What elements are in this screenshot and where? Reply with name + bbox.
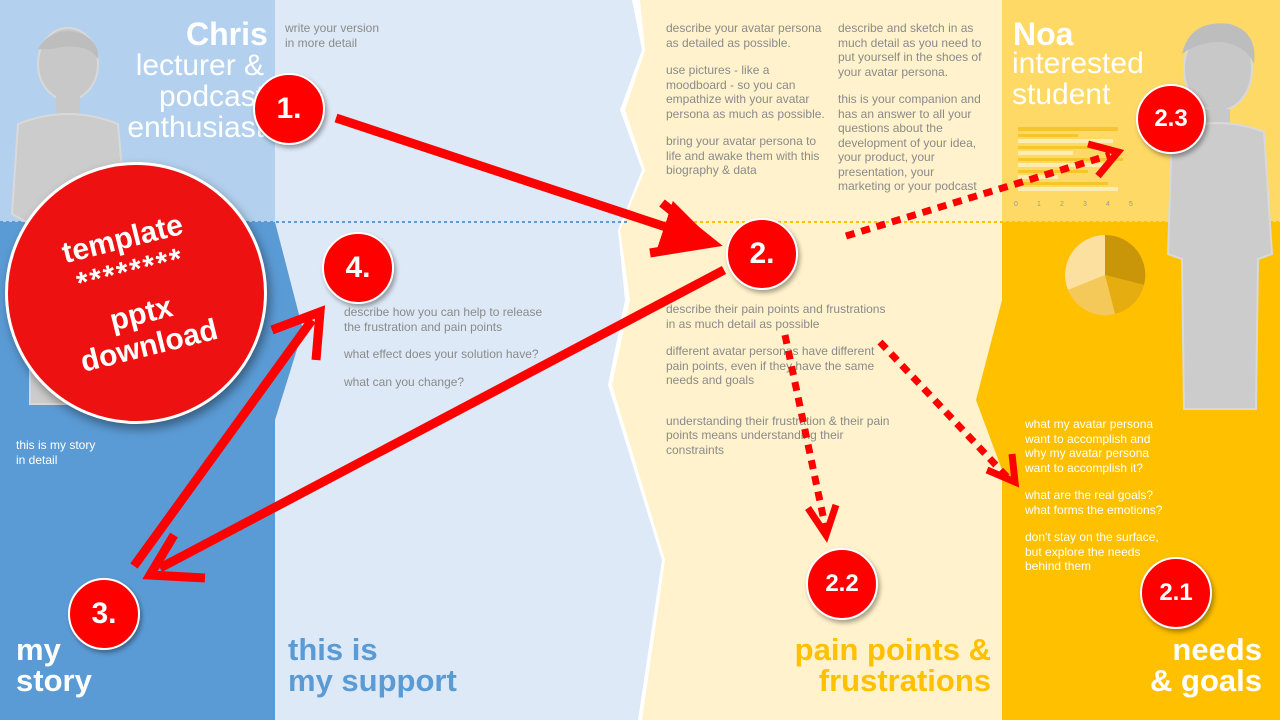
- step-2-badge: 2.: [726, 218, 798, 290]
- mini-bar-tick: 1: [1037, 201, 1041, 208]
- title-line: my support: [288, 663, 457, 698]
- step-2-1-badge: 2.1: [1140, 557, 1212, 629]
- arrow-1-to-2: [334, 113, 716, 253]
- text-line: in detail: [16, 452, 58, 467]
- text-paragraph: describe their pain points and frustrati…: [666, 302, 886, 331]
- title-needs-goals: needs & goals: [1150, 634, 1262, 696]
- persona-left-role-line: lecturer &: [135, 49, 265, 82]
- title-line: my: [16, 632, 61, 667]
- text-paragraph: different avatar personas have different…: [666, 344, 875, 387]
- story-bottom-text: this is my story in detail: [16, 438, 95, 467]
- text-paragraph: what can you change?: [344, 374, 465, 389]
- arrow-2-to-2-3-head: [1087, 140, 1125, 179]
- pain-top-right-text: describe and sketch in as much detail as…: [838, 21, 988, 207]
- pain-panel: [612, 0, 1002, 720]
- title-my-support: this is my support: [288, 634, 457, 696]
- text-paragraph: describe how you can help to release the…: [344, 305, 543, 334]
- title-line: frustrations: [818, 663, 991, 698]
- arrow-3-to-4-head: [270, 305, 326, 361]
- step-2-2-badge: 2.2: [806, 548, 878, 620]
- text-paragraph: what my avatar persona want to accomplis…: [1025, 417, 1154, 475]
- title-my-story: my story: [16, 634, 92, 696]
- arrow-1-to-2-head: [649, 199, 723, 258]
- text-line: write your version: [285, 21, 380, 35]
- text-paragraph: understanding their frustration & their …: [666, 413, 890, 457]
- step-4-badge: 4.: [322, 232, 394, 304]
- title-line: this is: [288, 632, 378, 667]
- text-paragraph: use pictures - like a moodboard - so you…: [666, 63, 825, 121]
- mini-pie-chart: [1065, 234, 1146, 316]
- step-3-badge: 3.: [68, 578, 140, 650]
- mini-bar-tick: 4: [1106, 201, 1110, 208]
- step-1-badge: 1.: [253, 73, 325, 145]
- arrow-2-to-2-1: [877, 339, 1011, 481]
- support-panel: [275, 0, 662, 720]
- text-line: this is my story: [16, 438, 96, 452]
- text-paragraph: this is your companion and has an answer…: [838, 92, 981, 193]
- arrow-2-to-2-2: [781, 334, 830, 531]
- persona-right-role-line: student: [1012, 78, 1111, 111]
- text-paragraph: don't stay on the surface, but explore t…: [1025, 530, 1159, 573]
- pain-top-left-text: describe your avatar persona as detailed…: [666, 21, 826, 191]
- title-pain-points: pain points & frustrations: [795, 634, 991, 696]
- arrow-2-to-2-2-head: [805, 503, 840, 543]
- needs-bottom-text: what my avatar persona want to accomplis…: [1025, 417, 1175, 587]
- title-line: pain points &: [794, 632, 991, 667]
- persona-left-name: Chris: [186, 16, 268, 52]
- text-paragraph: describe and sketch in as much detail as…: [838, 21, 982, 79]
- text-paragraph: what are the real goals? what forms the …: [1025, 488, 1163, 517]
- mini-bar-tick: 5: [1129, 201, 1133, 208]
- arrow-3-to-4: [130, 317, 316, 569]
- arrow-2-to-2-1-head: [985, 453, 1020, 488]
- persona-right-role: interested student: [1012, 48, 1144, 110]
- step-2-3-badge: 2.3: [1136, 84, 1206, 154]
- template-download-label: template ******** pptx download: [2, 193, 270, 393]
- persona-left-role-line: podcast: [159, 80, 265, 113]
- template-download-badge[interactable]: template ******** pptx download: [5, 162, 267, 424]
- title-line: & goals: [1150, 663, 1262, 698]
- support-top-text: write your version in more detail: [285, 21, 379, 50]
- support-bottom-text: describe how you can help to release the…: [344, 305, 554, 402]
- text-paragraph: what effect does your solution have?: [344, 347, 539, 361]
- mini-bar-tick: 0: [1014, 201, 1018, 208]
- persona-right-name: Noa: [1013, 16, 1074, 52]
- persona-right-role-line: interested: [1012, 47, 1144, 80]
- arrow-2-to-3: [157, 266, 727, 572]
- arrow-2-to-2-3: [844, 151, 1112, 240]
- pain-bottom-text: describe their pain points and frustrati…: [666, 302, 891, 470]
- arrow-2-to-3-head: [142, 532, 206, 583]
- persona-left-role-line: enthusiast: [127, 111, 265, 144]
- text-line: in more detail: [285, 35, 358, 50]
- title-line: story: [16, 663, 92, 698]
- persona-left-role: lecturer & podcast enthusiast: [127, 49, 265, 143]
- text-paragraph: describe your avatar persona as detailed…: [666, 21, 822, 50]
- text-paragraph: bring your avatar persona to life and aw…: [666, 134, 820, 177]
- mini-bar-tick: 2: [1060, 201, 1064, 208]
- title-line: needs: [1172, 632, 1262, 667]
- mini-bar-tick: 3: [1083, 201, 1087, 208]
